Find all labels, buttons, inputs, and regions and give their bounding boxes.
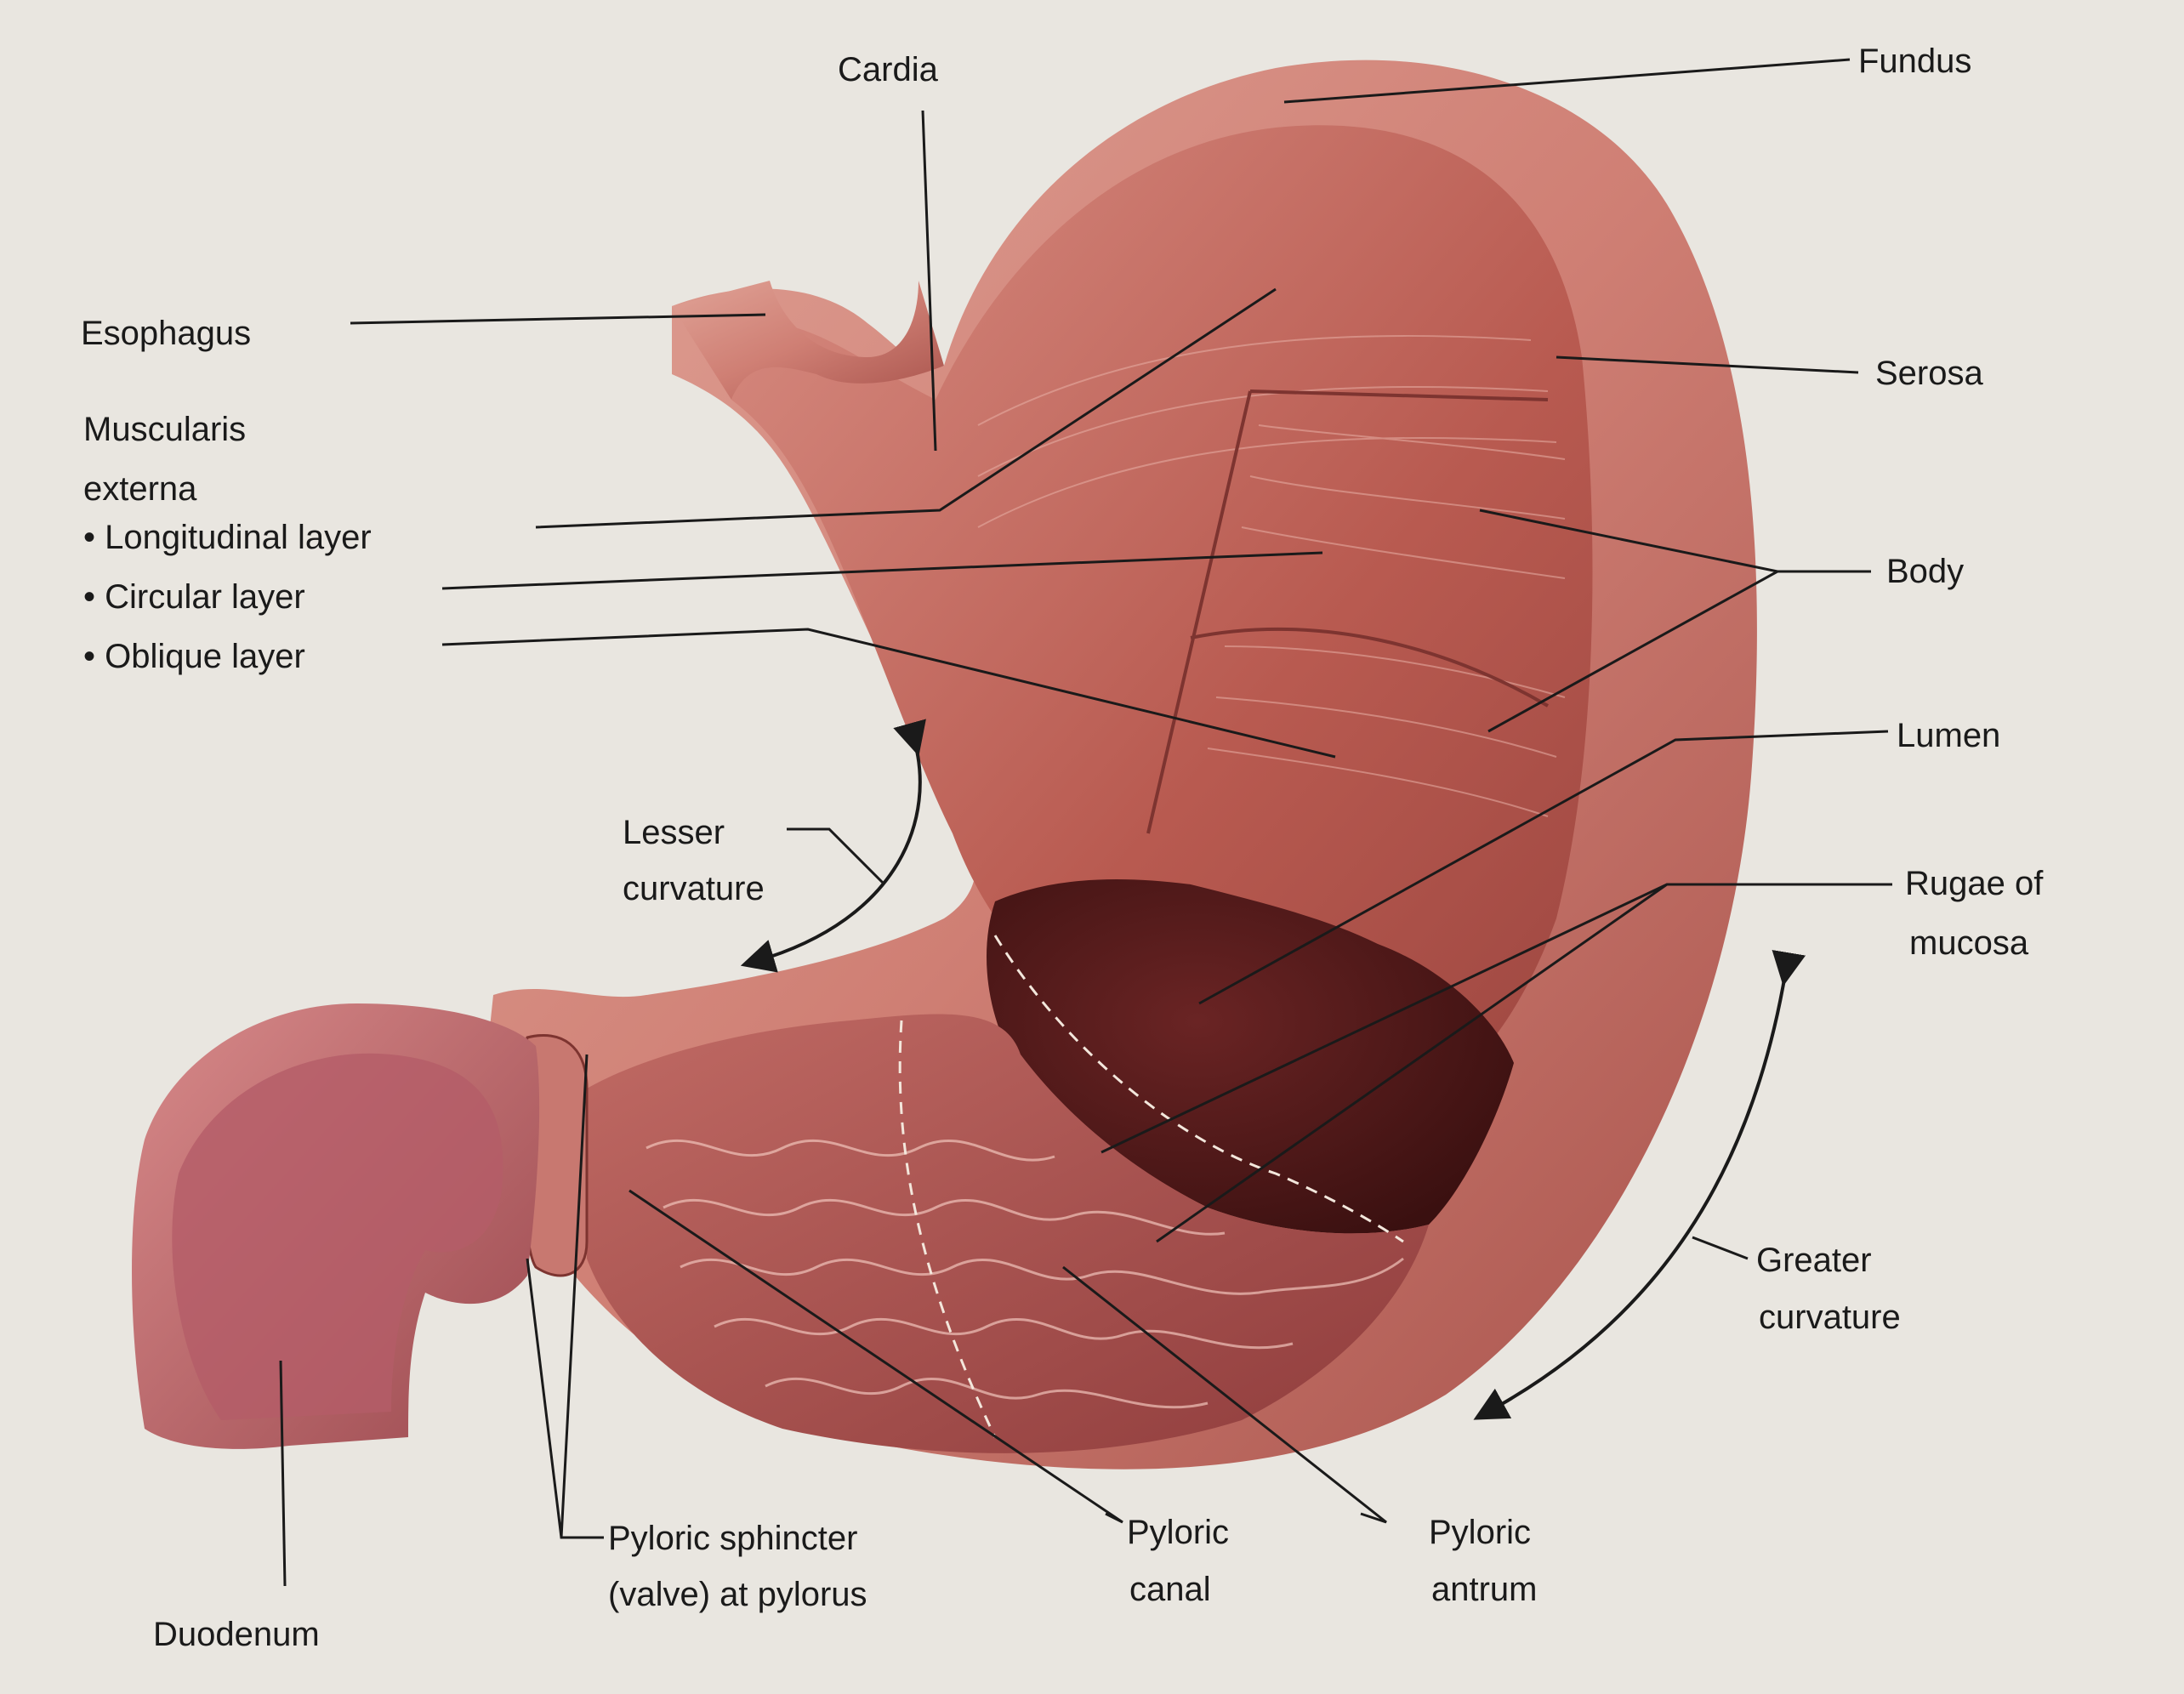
label-greater-curvature-line1: Greater: [1756, 1242, 1872, 1279]
label-lumen: Lumen: [1897, 717, 2000, 754]
lesser-curvature-arrow: [740, 719, 926, 973]
circular-layer-edge: [1146, 389, 1550, 834]
label-lesser-curvature-line2: curvature: [623, 870, 765, 907]
label-rugae-line1: Rugae of: [1905, 865, 2044, 902]
label-muscularis-line2: externa: [83, 470, 197, 508]
label-pyloric-antrum-line2: antrum: [1431, 1571, 1538, 1608]
label-muscularis-line1: Muscularis: [83, 411, 246, 448]
label-duodenum: Duodenum: [153, 1616, 320, 1653]
label-circular-layer: • Circular layer: [83, 578, 305, 616]
greater-curvature-arrow: [1473, 949, 1806, 1420]
label-cardia: Cardia: [838, 51, 939, 88]
label-oblique-layer: • Oblique layer: [83, 638, 305, 675]
label-esophagus: Esophagus: [81, 315, 251, 352]
rugae-folds: [646, 1139, 1404, 1409]
leader-lines: [279, 58, 1892, 1587]
label-pyloric-canal-line1: Pyloric: [1127, 1514, 1229, 1551]
lesser-curvature-tick: [787, 827, 886, 886]
antrum-boundary: [993, 935, 1404, 1243]
label-longitudinal-layer: • Longitudinal layer: [83, 519, 372, 556]
label-greater-curvature-line2: curvature: [1759, 1299, 1901, 1336]
greater-curvature-tick: [1692, 1236, 1749, 1260]
label-pyloric-antrum-line1: Pyloric: [1429, 1514, 1531, 1551]
muscle-fibers: [977, 334, 1566, 817]
label-pyloric-sphincter-line2: (valve) at pylorus: [608, 1576, 867, 1613]
label-rugae-line2: mucosa: [1909, 924, 2029, 962]
label-serosa: Serosa: [1875, 355, 1983, 392]
label-body: Body: [1886, 553, 1964, 590]
label-fundus: Fundus: [1858, 43, 1971, 80]
duodenum-lumen: [172, 1053, 503, 1420]
esophagus-tube: [672, 281, 944, 400]
label-pyloric-sphincter-line1: Pyloric sphincter: [608, 1520, 857, 1557]
label-pyloric-canal-line2: canal: [1129, 1571, 1211, 1608]
muscle-layers-face: [731, 125, 1593, 1123]
label-lesser-curvature-line1: Lesser: [623, 814, 725, 851]
